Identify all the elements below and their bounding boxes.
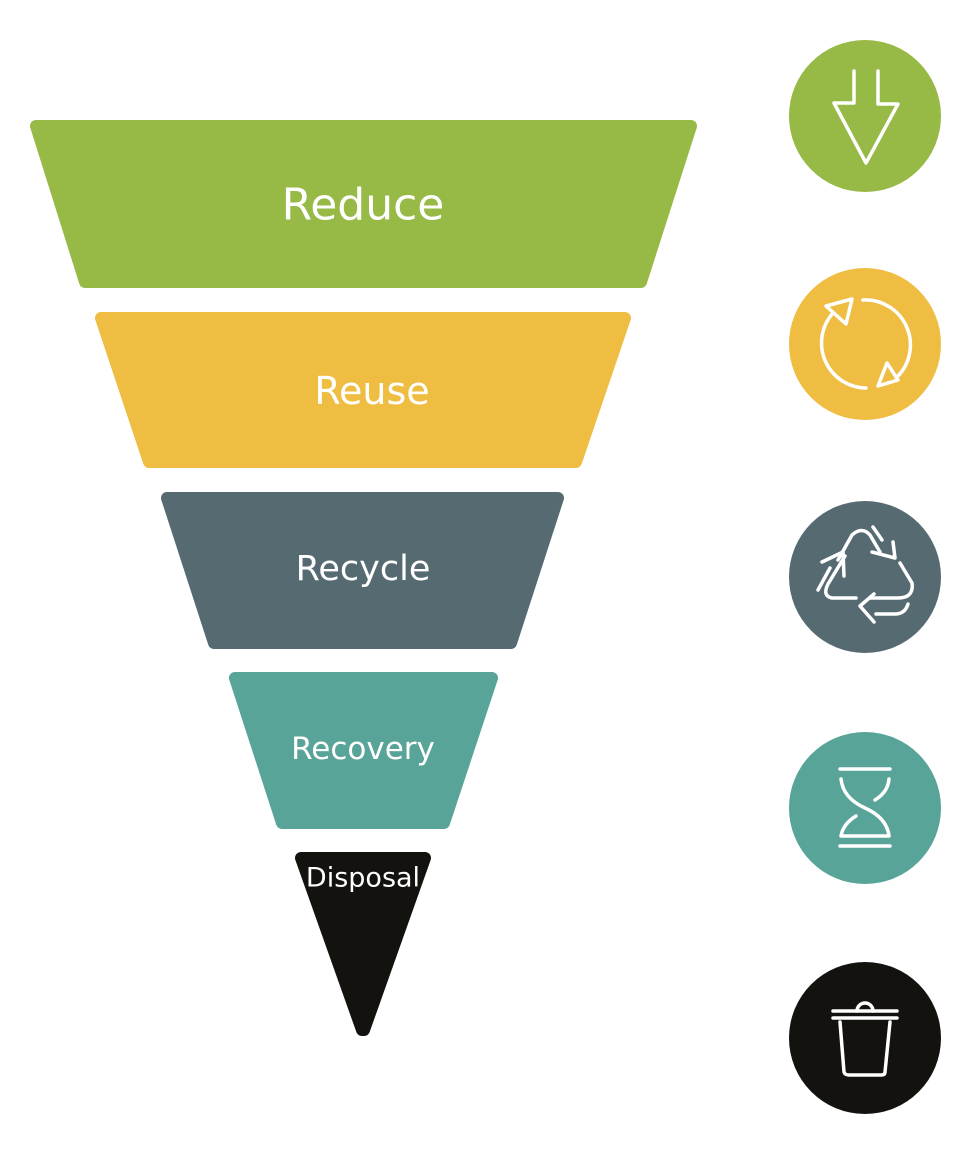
funnel-band-disposal (295, 852, 431, 1036)
funnel-level-reuse: Reuse (95, 312, 631, 468)
funnel-band-reuse (95, 312, 631, 468)
label-disposal: Disposal (306, 863, 420, 894)
funnel-level-reduce: Reduce (30, 120, 697, 288)
label-recycle: Recycle (296, 549, 431, 589)
icon-circle (789, 501, 941, 653)
funnel-band-recovery (229, 672, 498, 829)
icon-circle (789, 268, 941, 420)
funnel-level-recycle: Recycle (161, 492, 564, 649)
refresh-cycle-icon (789, 268, 941, 420)
label-reduce: Reduce (282, 180, 445, 231)
trash-bin-icon (789, 962, 941, 1114)
icon-circle (789, 40, 941, 192)
funnel-band-reduce (30, 120, 697, 288)
funnel-level-disposal: Disposal (295, 852, 431, 1036)
label-reuse: Reuse (314, 369, 429, 413)
label-recovery: Recovery (291, 731, 435, 767)
icon-circle (789, 962, 941, 1114)
funnel-level-recovery: Recovery (229, 672, 498, 829)
hourglass-icon (789, 732, 941, 884)
arrow-down-icon (789, 40, 941, 192)
recycle-icon (789, 501, 941, 653)
funnel-band-recycle (161, 492, 564, 649)
